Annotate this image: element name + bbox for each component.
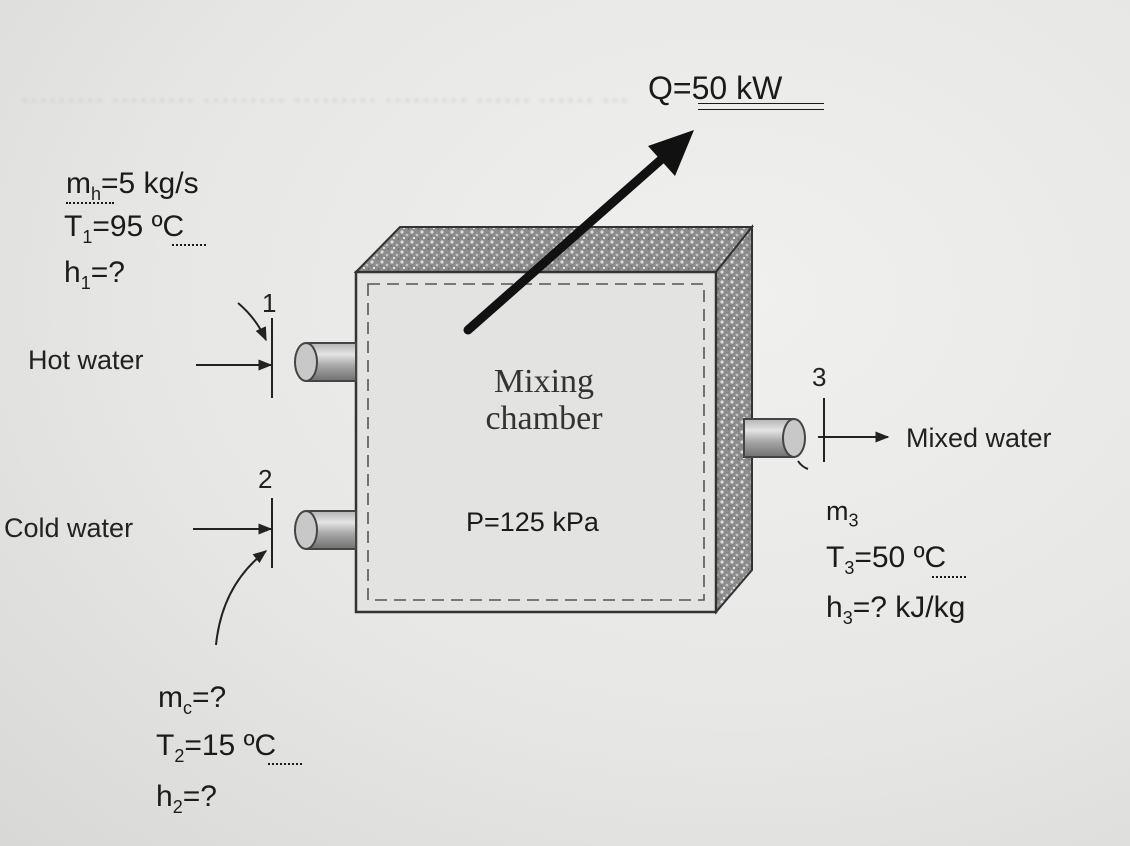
chamber-name: Mixing chamber <box>462 363 626 437</box>
inlet2-enthalpy: h2=? <box>156 780 217 817</box>
station-1-number: 1 <box>262 288 277 318</box>
inlet1-mass-flow-value: =5 kg/s <box>101 167 199 200</box>
inlet2-temperature: T2=15 ºC <box>156 729 277 766</box>
heat-label-underline <box>698 103 824 110</box>
inlet2-temperature-subscript: 2 <box>174 746 185 766</box>
outlet3-enthalpy: h3=? kJ/kg <box>826 591 966 628</box>
chamber-pressure: P=125 kPa <box>466 507 599 537</box>
outlet3-mass-flow: m3 <box>826 496 859 531</box>
outlet3-enthalpy-subscript: 3 <box>842 608 853 628</box>
inlet-pipe-2 <box>294 510 357 550</box>
mixed-water-label: Mixed water <box>906 423 1052 453</box>
inlet2-enthalpy-value: =? <box>182 780 217 813</box>
inlet2-enthalpy-subscript: 2 <box>172 797 183 817</box>
inlet1-temperature-symbol: T <box>64 210 83 243</box>
inlet1-mass-flow: mh=5 kg/s <box>66 167 199 204</box>
inlet-pipe-1 <box>294 342 357 382</box>
inlet2-temperature-squiggle <box>268 757 302 765</box>
inlet2-temperature-value: =15 ºC <box>184 729 277 762</box>
inlet1-temperature-subscript: 1 <box>82 227 93 247</box>
inlet2-enthalpy-symbol: h <box>156 780 173 813</box>
inlet1-temperature-squiggle <box>172 238 206 246</box>
chamber-name-line2: chamber <box>485 399 603 437</box>
chamber-inner-boundary <box>367 283 705 601</box>
inlet1-mass-flow-squiggle <box>66 196 114 204</box>
outlet-pipe-3 <box>743 418 806 458</box>
heat-arrow-shaft <box>463 152 669 335</box>
inlet2-temperature-symbol: T <box>156 729 175 762</box>
chamber-front-face <box>354 270 718 614</box>
outlet3-temperature: T3=50 ºC <box>826 541 947 578</box>
station-2-number: 2 <box>258 464 273 494</box>
inlet1-enthalpy-subscript: 1 <box>80 273 91 293</box>
chamber-name-line1: Mixing <box>493 363 595 400</box>
inlet1-enthalpy-value: =? <box>90 256 125 289</box>
outlet3-temperature-symbol: T <box>826 541 845 574</box>
inlet2-mass-flow-subscript: c <box>183 698 192 718</box>
outlet3-temperature-subscript: 3 <box>844 558 855 578</box>
heat-arrow-head <box>648 130 694 176</box>
outlet3-mass-flow-symbol: m <box>826 496 849 526</box>
outlet3-mass-flow-subscript: 3 <box>848 510 859 531</box>
station-1-leader <box>237 302 267 342</box>
heat-transfer-label: Q=50 kW <box>648 70 783 106</box>
station-3-leader <box>797 460 809 470</box>
outlet3-temperature-value: =50 ºC <box>854 541 947 574</box>
inlet1-mass-flow-symbol: m <box>66 167 91 200</box>
inlet1-temperature-value: =95 ºC <box>92 210 185 243</box>
inlet2-mass-flow-symbol: m <box>158 681 183 714</box>
inlet2-mass-flow-value: =? <box>192 681 227 714</box>
inlet2-mass-flow: mc=? <box>158 681 227 718</box>
inlet1-mass-flow-subscript: h <box>91 184 102 204</box>
inlet1-enthalpy: h1=? <box>64 256 125 293</box>
show-through-text: ……… ……… ……… ……… ……… …… …… … <box>20 78 629 109</box>
outlet3-temperature-squiggle <box>932 570 966 578</box>
outlet3-enthalpy-value: =? kJ/kg <box>852 591 966 624</box>
hot-water-label: Hot water <box>28 345 144 375</box>
station-3-number: 3 <box>812 362 827 392</box>
inlet1-enthalpy-symbol: h <box>64 256 81 289</box>
inlet1-temperature: T1=95 ºC <box>64 210 185 247</box>
outlet3-enthalpy-symbol: h <box>826 591 843 624</box>
cold-water-label: Cold water <box>4 513 134 543</box>
station-2-leader <box>215 550 268 646</box>
